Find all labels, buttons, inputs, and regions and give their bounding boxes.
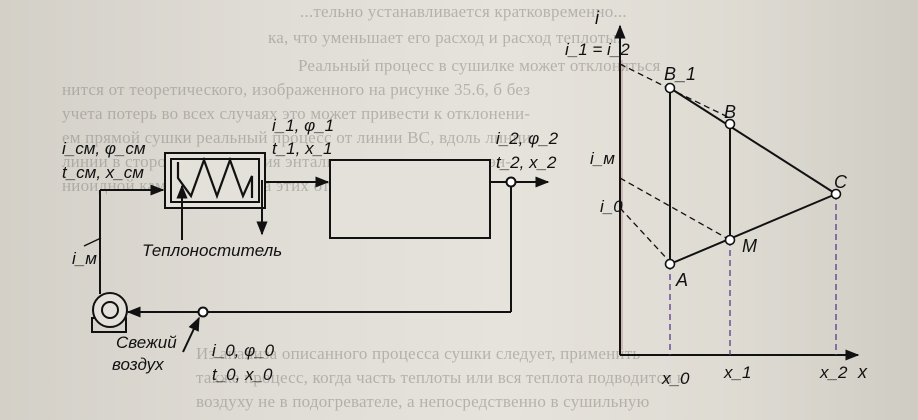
- i1-i2-label: i_1 = i_2: [565, 40, 630, 59]
- heater-coil: [176, 156, 254, 200]
- fan-housing: [92, 292, 128, 328]
- point-A: [664, 258, 676, 270]
- line-B1-C: [669, 87, 837, 195]
- fresh-air-arrow: [182, 316, 200, 353]
- point-B: [724, 118, 736, 130]
- dryer-chamber: [329, 159, 491, 239]
- recirc-leader: [83, 237, 102, 247]
- x0-tick-label: x_0: [661, 369, 690, 388]
- bg-line: ем прямой сушки реальный процесс от лини…: [62, 128, 532, 147]
- ix-diagram: i x i_1 = i_2 i_м i_0 x_0 x_1 x_2 A M B …: [565, 8, 868, 388]
- bg-line: Реальный процесс в сушилке может отклоня…: [298, 56, 661, 75]
- recirc-enthalpy-label: i_м: [72, 249, 97, 268]
- mix-params-label-1: i_см, φ_см: [62, 139, 146, 158]
- bg-line: учета потерь во всех случаях это может п…: [62, 104, 531, 123]
- point-A-label: A: [675, 270, 688, 290]
- heater-params-label-2: t_1, x_1: [272, 139, 333, 158]
- dryer-params-label-2: t_2, x_2: [496, 153, 557, 172]
- heater-box: [164, 152, 266, 209]
- bg-line: ка, что уменьшает его расход и расход те…: [268, 28, 622, 47]
- x1-tick-label: x_1: [723, 363, 751, 382]
- y-axis-label: i: [595, 8, 600, 28]
- heater-inner-box: [170, 158, 260, 203]
- im-label: i_м: [590, 149, 615, 168]
- exit-point: [505, 176, 517, 188]
- fresh-params-label-1: i_0, φ_0: [212, 341, 275, 360]
- point-B1-label: B_1: [664, 64, 696, 84]
- dryer-params-label-1: i_2, φ_2: [496, 129, 559, 148]
- point-C-label: C: [834, 172, 848, 192]
- dash-i0-level: [619, 207, 671, 263]
- line-A-C: [669, 193, 837, 265]
- fresh-params-label-2: t_0, x_0: [212, 365, 273, 384]
- bg-line: Из анализа описанного процесса сушки сле…: [196, 344, 641, 363]
- fresh-air-label-2: воздух: [112, 355, 164, 374]
- coolant-label: Теплоноститель: [142, 241, 282, 260]
- dash-i1-level: [619, 63, 669, 89]
- bg-line: также процесс, когда часть теплоты или в…: [196, 368, 686, 387]
- dryer-scheme: [83, 152, 550, 353]
- fresh-air-label-1: Свежий: [116, 333, 177, 352]
- point-M-label: M: [742, 236, 757, 256]
- dash-im-level: [619, 177, 731, 241]
- bg-line: ...тельно устанавливается кратковременно…: [300, 2, 627, 21]
- point-B-label: B: [724, 102, 736, 122]
- fan-rotor: [101, 301, 119, 319]
- bg-line: воздуху не в подогревателе, а непосредст…: [196, 392, 650, 411]
- bg-line: нится от теоретического, изображенного н…: [62, 80, 531, 99]
- mix-params-label-2: t_см, x_см: [62, 163, 144, 182]
- heater-params-label-1: i_1, φ_1: [272, 116, 334, 135]
- x2-tick-label: x_2: [819, 363, 848, 382]
- point-C: [830, 188, 842, 200]
- point-B1: [664, 82, 676, 94]
- i0-label: i_0: [600, 197, 623, 216]
- x-axis-label: x: [857, 362, 868, 382]
- mix-point: [197, 306, 209, 318]
- point-M: [724, 234, 736, 246]
